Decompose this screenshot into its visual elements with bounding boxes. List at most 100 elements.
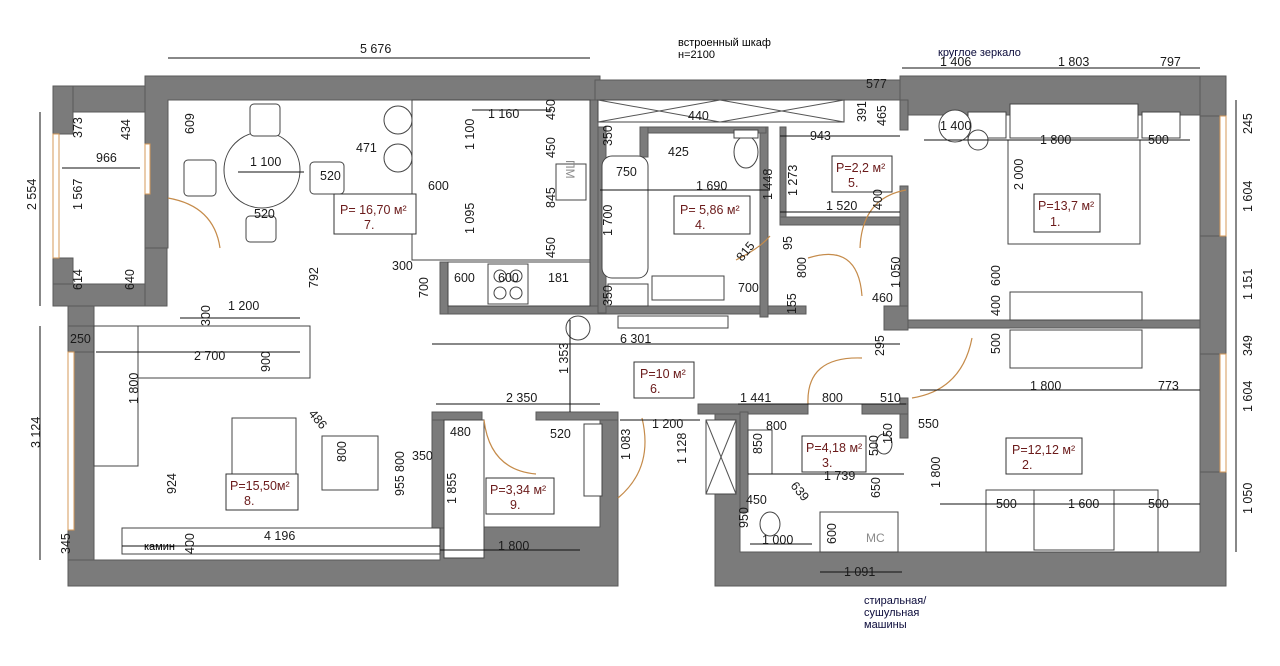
round-mirror <box>938 109 972 143</box>
dimension-label: 465 <box>875 105 889 126</box>
dimension-label: 3 124 <box>29 417 43 448</box>
wall-shaft <box>639 126 649 158</box>
dimension-label: 1 151 <box>1241 269 1255 300</box>
wall-bath-bottom <box>439 305 807 315</box>
dimension-label: 181 <box>548 271 569 285</box>
dimension-label: 600 <box>428 179 449 193</box>
dimension-label: 5 676 <box>360 42 391 56</box>
dimension-label: 2 554 <box>25 179 39 210</box>
wall-kitchen-lower <box>439 261 449 315</box>
dimension-lines <box>39 57 1237 573</box>
dimension-label: 800 <box>335 441 349 462</box>
dimension-label: 700 <box>738 281 759 295</box>
dimension-label: 924 <box>165 473 179 494</box>
dining-chair-bottom <box>245 215 277 243</box>
toilet-bath4 <box>733 135 759 169</box>
wall-bay-right-stub-a <box>144 247 168 307</box>
dining-table <box>223 131 301 209</box>
dimension-label: 150 <box>881 423 895 444</box>
dimension-label: 797 <box>1160 55 1181 69</box>
dimension-label: 425 <box>668 145 689 159</box>
dimension-label: 373 <box>71 117 85 138</box>
windows <box>52 115 1227 531</box>
dimension-label: 500 <box>1148 133 1169 147</box>
dimension-label: 460 <box>872 291 893 305</box>
dimension-label: 1 700 <box>601 205 615 236</box>
dimension-label: 792 <box>307 267 321 288</box>
room-label-4: P= 5,86 м² 4. <box>673 195 751 235</box>
dimension-label: 520 <box>254 207 275 221</box>
door-bath3 <box>807 357 863 405</box>
dimension-label: 2 000 <box>1012 159 1026 190</box>
cabinet-bath4 <box>607 283 649 307</box>
room-label-1: P=13,7 м² 1. <box>1033 193 1101 233</box>
door-bedroom2 <box>911 337 973 399</box>
vanity-bath3 <box>747 429 773 475</box>
wall-left-pillar <box>67 325 99 353</box>
window-living <box>67 351 75 531</box>
room-num-2: 2. <box>1022 458 1032 472</box>
wall-bay-left-upper <box>52 85 74 135</box>
note-washer-1: стиральная/ <box>864 595 927 607</box>
heated-rail <box>617 315 729 329</box>
sofa-corner-side <box>93 325 139 467</box>
note-washer-2: сушульная <box>864 607 919 619</box>
dimension-label: 1 520 <box>826 199 857 213</box>
dimension-label: 1 100 <box>250 155 281 169</box>
note-ms: МС <box>866 531 885 545</box>
stool-a <box>383 105 413 135</box>
stool-b <box>383 143 413 173</box>
dimension-label: 1 800 <box>498 539 529 553</box>
dimension-label: 1 803 <box>1058 55 1089 69</box>
dimension-label: 600 <box>454 271 475 285</box>
dimension-label: 750 <box>616 165 637 179</box>
dimension-label: 1 406 <box>940 55 971 69</box>
wall-closet5-bottom <box>779 216 909 226</box>
dimension-label: 1 400 <box>940 119 971 133</box>
wall-bathroom3-top-right <box>861 403 909 415</box>
dimension-label: 614 <box>71 269 85 290</box>
room-labels: P= 16,70 м² 7. P= 5,86 м² 4. P=2,2 м² 5.… <box>225 155 1101 515</box>
dimension-texts: 5 676 1 406 1 803 797 577 391 465 1 400 1 800 500… <box>25 42 1255 579</box>
dimension-label: 350 <box>601 285 615 306</box>
room-area-3: P=4,18 м² <box>806 441 862 455</box>
dimension-label: 609 <box>183 113 197 134</box>
room-label-3: P=4,18 м² 3. <box>801 435 867 473</box>
dimension-label: 1 200 <box>652 417 683 431</box>
column-circle <box>565 315 591 341</box>
dimension-label: 955 <box>393 475 407 496</box>
door-closet5 <box>859 189 907 249</box>
wall-bedroom1-left <box>899 99 909 131</box>
toilet-bath3 <box>759 511 781 537</box>
dimension-label: 345 <box>59 533 73 554</box>
dimension-label: 471 <box>356 141 377 155</box>
room-label-5: P=2,2 м² 5. <box>831 155 893 193</box>
dimension-label: 577 <box>866 77 887 91</box>
door-entrance <box>617 417 646 499</box>
dimension-label: 1 095 <box>463 203 477 234</box>
room-area-9: P=3,34 м² <box>490 483 546 497</box>
notes: встроенный шкаф н=2100 круглое зеркало с… <box>144 37 1021 631</box>
dimension-label: 4 196 <box>264 529 295 543</box>
dimension-label: 1 800 <box>1040 133 1071 147</box>
dimension-label: 943 <box>810 129 831 143</box>
tv-console <box>121 527 441 555</box>
wall-bedroom2-left <box>899 397 909 439</box>
door-storage9 <box>483 419 537 475</box>
dimension-label: 1 567 <box>71 179 85 210</box>
window-bedroom1 <box>1219 115 1227 237</box>
dimension-label: 950 <box>737 507 751 528</box>
room-area-5: P=2,2 м² <box>836 161 885 175</box>
wardrobe-built-in <box>597 99 845 123</box>
dimension-label: 245 <box>1241 113 1255 134</box>
room-num-7: 7. <box>364 218 374 232</box>
dimension-label: 391 <box>855 101 869 122</box>
dining-chair-right <box>309 161 345 195</box>
dimension-label: 500 <box>1148 497 1169 511</box>
note-wardrobe-2: н=2100 <box>678 49 715 61</box>
room-label-9: P=3,34 м² 9. <box>485 477 555 515</box>
dimension-label: 639 <box>788 479 812 504</box>
room-area-2: P=12,12 м² <box>1012 443 1075 457</box>
dimension-label: 450 <box>544 99 558 120</box>
